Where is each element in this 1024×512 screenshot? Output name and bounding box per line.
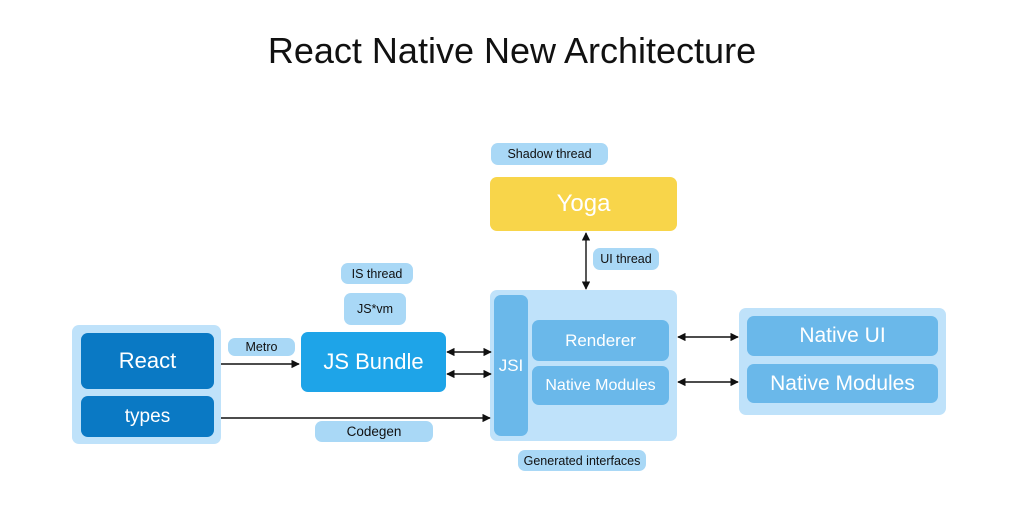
react-box: React <box>81 333 214 389</box>
native-modules-platform-box: Native Modules <box>747 364 938 403</box>
native-modules-core-box: Native Modules <box>532 366 669 405</box>
generated-interfaces-label: Generated interfaces <box>518 450 646 471</box>
types-box: types <box>81 396 214 437</box>
is-thread-label: IS thread <box>341 263 413 284</box>
metro-label: Metro <box>228 338 295 356</box>
jsi-box: JSI <box>494 295 528 436</box>
ui-thread-label: UI thread <box>593 248 659 270</box>
yoga-box: Yoga <box>490 177 677 231</box>
shadow-thread-label: Shadow thread <box>491 143 608 165</box>
renderer-box: Renderer <box>532 320 669 361</box>
codegen-label: Codegen <box>315 421 433 442</box>
js-bundle-box: JS Bundle <box>301 332 446 392</box>
native-ui-box: Native UI <box>747 316 938 356</box>
diagram-title: React Native New Architecture <box>267 30 757 71</box>
js-vm-label: JS*vm <box>344 293 406 325</box>
